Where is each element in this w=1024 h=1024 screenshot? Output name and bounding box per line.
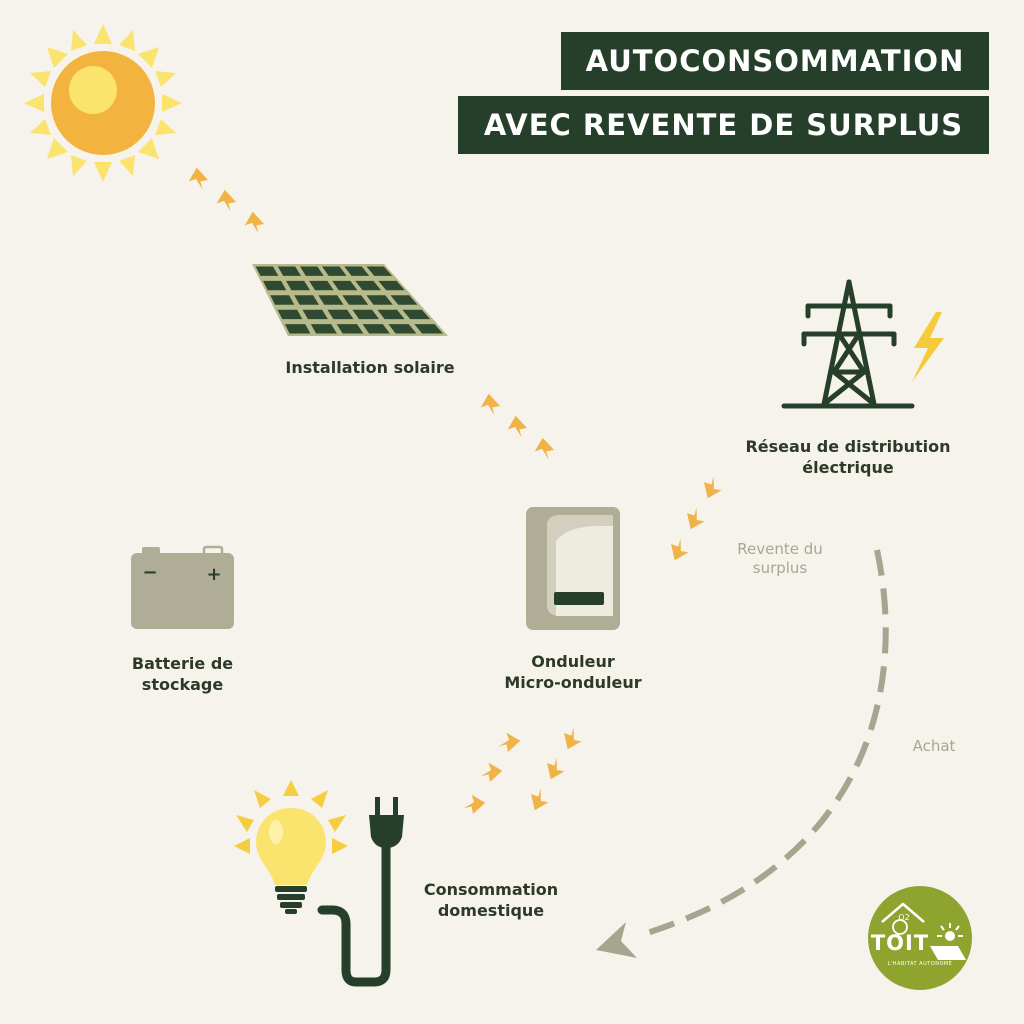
solar-cell	[402, 309, 431, 320]
label-inverter-line-1: Onduleur	[531, 652, 615, 671]
plug-icon	[317, 797, 404, 987]
solar-cell	[309, 280, 334, 291]
logo-sun-icon	[937, 923, 963, 941]
label-resale-line-1: Revente du	[737, 540, 823, 558]
solar-cell	[277, 309, 303, 320]
solar-cell	[366, 266, 393, 276]
solar-cell	[318, 295, 344, 305]
label-battery: Batterie de stockage	[90, 653, 275, 695]
inverter-icon	[526, 507, 620, 630]
label-purchase: Achat	[912, 737, 956, 755]
solar-cell	[366, 295, 393, 305]
solar-cell	[342, 295, 369, 305]
solar-cell	[344, 266, 370, 276]
solar-cell	[255, 266, 279, 276]
logo-tagline: L'HABITAT AUTONOME	[887, 961, 953, 967]
solar-cell	[362, 324, 390, 334]
logo-brand: TOIT	[870, 931, 930, 955]
solar-cell	[277, 266, 301, 276]
solar-cell	[388, 324, 417, 334]
battery-icon: − +	[131, 545, 234, 629]
label-resale-line-2: surplus	[752, 559, 808, 577]
sun-icon	[24, 24, 182, 182]
solar-cell	[284, 324, 311, 334]
arrows-sun-to-panel	[188, 167, 267, 234]
solar-cell	[352, 309, 380, 320]
label-consumption: Consommation domestique	[406, 879, 576, 921]
title-line-1: AUTOCONSOMMATION	[561, 32, 989, 90]
label-grid-line-2: électrique	[802, 458, 894, 477]
solar-panel-icon	[252, 264, 448, 336]
battery-negative-sign: −	[142, 562, 157, 583]
purchase-flow-curve	[596, 549, 889, 958]
solar-cell	[378, 280, 405, 291]
solar-cell	[327, 309, 354, 320]
label-battery-line-1: Batterie de	[131, 654, 234, 673]
arrows-inverter-to-grid	[666, 476, 722, 561]
solar-cell	[263, 280, 287, 291]
arrows-inverter-to-consumption	[463, 732, 521, 817]
lightning-icon	[912, 312, 944, 382]
label-solar-installation: Installation solaire	[285, 358, 455, 377]
solar-cell	[414, 324, 443, 334]
label-consumption-line-1: Consommation	[423, 880, 559, 899]
solar-cell	[332, 280, 358, 291]
solar-cell	[355, 280, 382, 291]
label-grid: Réseau de distribution électrique	[728, 436, 968, 478]
label-resale: Revente du surplus	[720, 540, 840, 578]
solar-cell	[300, 266, 324, 276]
arrows-consumption-to-inverter	[526, 727, 582, 811]
pylon-icon	[781, 279, 915, 409]
solar-cell	[390, 295, 418, 305]
label-grid-line-1: Réseau de distribution	[745, 437, 951, 456]
title-line-2: AVEC REVENTE DE SURPLUS	[458, 96, 989, 154]
solar-cell	[270, 295, 295, 305]
light-bulb-icon	[234, 780, 348, 914]
arrows-panel-to-inverter	[480, 393, 557, 460]
solar-cell	[377, 309, 405, 320]
company-logo	[868, 886, 972, 990]
solar-cell	[310, 324, 337, 334]
solar-cell	[294, 295, 319, 305]
solar-cell	[302, 309, 328, 320]
label-battery-line-2: stockage	[141, 675, 224, 694]
label-inverter: Onduleur Micro-onduleur	[483, 651, 663, 693]
solar-cell	[286, 280, 310, 291]
solar-cell	[336, 324, 364, 334]
solar-cell	[322, 266, 347, 276]
label-consumption-line-2: domestique	[437, 901, 545, 920]
logo-superscript: O2	[898, 913, 910, 922]
battery-positive-sign: +	[206, 564, 221, 585]
label-inverter-line-2: Micro-onduleur	[504, 673, 642, 692]
